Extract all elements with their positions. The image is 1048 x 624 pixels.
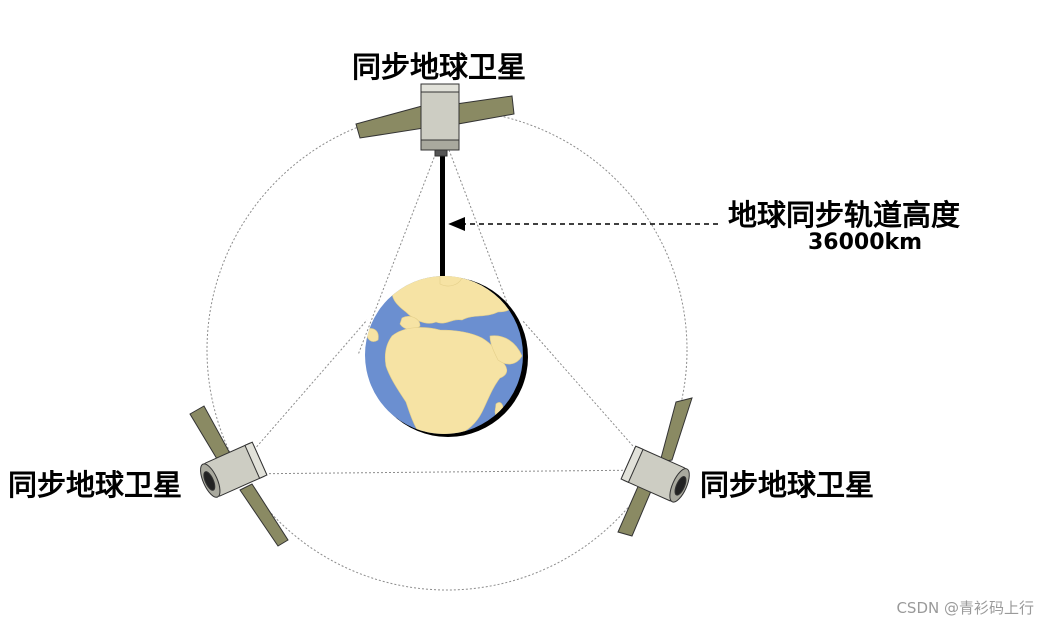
satellite-top-label: 同步地球卫星	[352, 50, 527, 84]
coverage-lines	[232, 149, 655, 475]
altitude-bar	[440, 150, 445, 276]
satellite-right	[617, 397, 693, 537]
orbit-altitude-label: 地球同步轨道高度	[728, 198, 961, 232]
watermark: CSDN @青衫码上行	[896, 599, 1034, 617]
satellite-left	[189, 405, 289, 547]
satellite-top	[355, 83, 515, 157]
geostationary-orbit	[206, 109, 688, 591]
earth-globe	[365, 276, 528, 437]
satellite-right-label: 同步地球卫星	[700, 468, 875, 502]
satellite-left-label: 同步地球卫星	[8, 468, 183, 502]
orbit-altitude-value: 36000km	[808, 230, 923, 255]
